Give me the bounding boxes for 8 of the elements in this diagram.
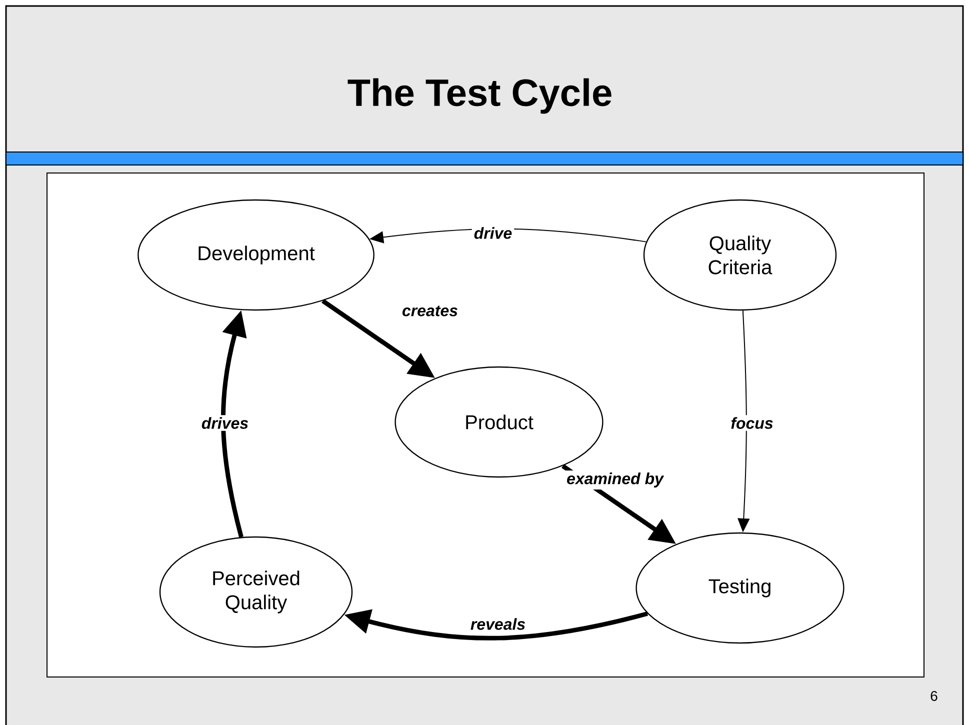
edge-label: drive: [472, 225, 514, 241]
edge-label: focus: [728, 415, 776, 431]
title: The Test Cycle: [348, 78, 612, 114]
edge-label: creates: [400, 304, 460, 318]
edge-label: reveals: [468, 616, 528, 632]
edge-label: examined by: [564, 470, 666, 490]
page-number: 6: [930, 691, 938, 701]
edge-label: drives: [199, 415, 251, 431]
